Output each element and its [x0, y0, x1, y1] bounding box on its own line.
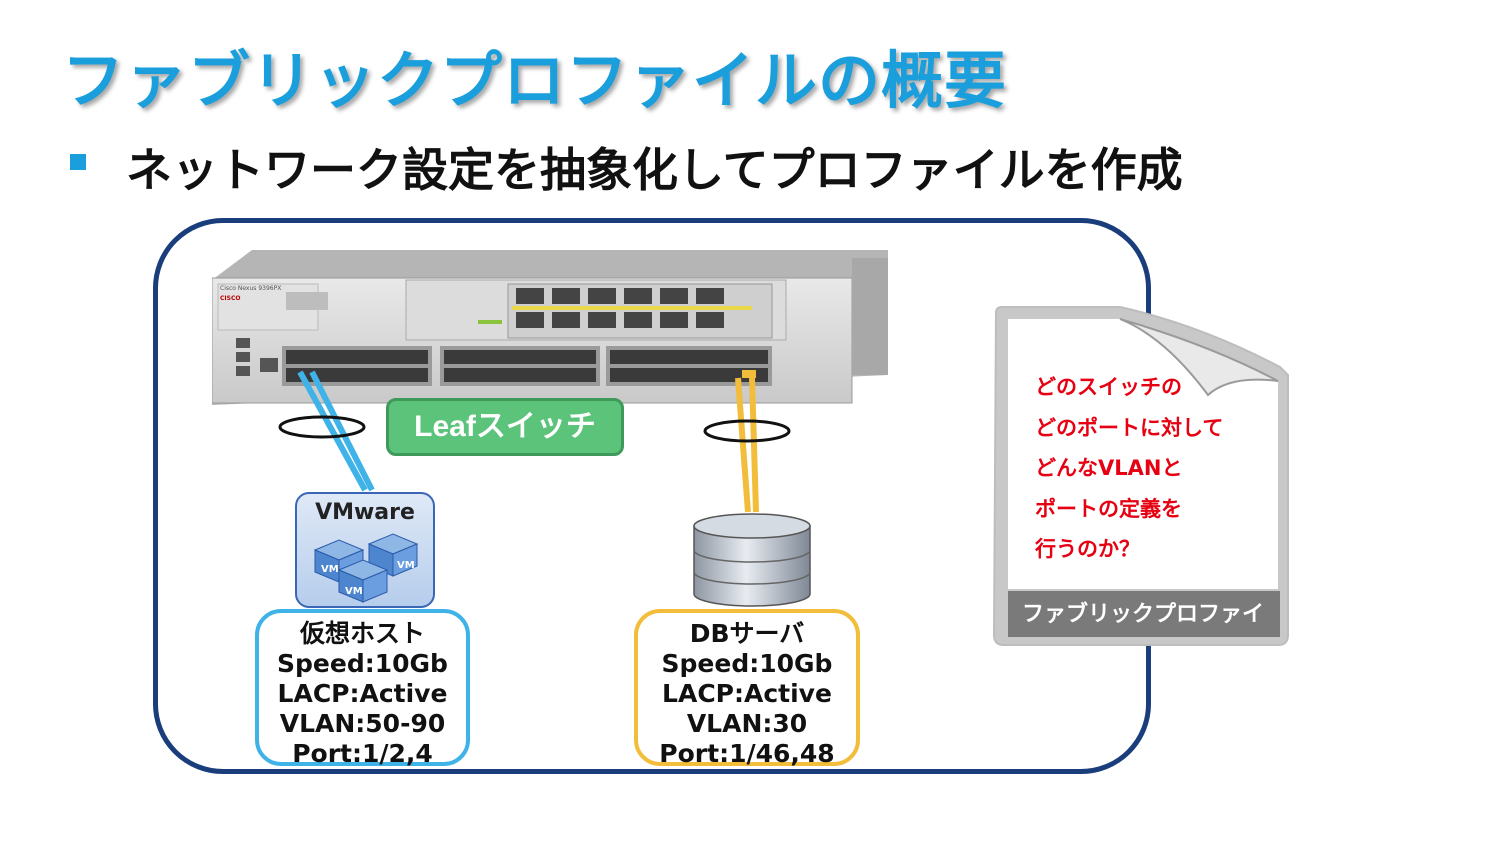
db-server-lacp: LACP:Active	[662, 679, 832, 708]
profile-footer-label: ファブリックプロファイル	[1022, 602, 1265, 669]
profile-line: どんなVLANと	[1035, 456, 1183, 480]
profile-line: どのポートに対して	[1035, 415, 1224, 440]
leaf-switch-label: Leafスイッチ	[386, 398, 624, 456]
vmware-icon: VMware VM VM VM	[295, 492, 435, 608]
profile-line: 行うのか？	[1035, 537, 1140, 561]
vm-host-info-box: 仮想ホスト Speed:10Gb LACP:Active VLAN:50-90 …	[255, 609, 470, 768]
vm-host-name: 仮想ホスト	[299, 619, 425, 648]
switch-model-text: Cisco Nexus 9396PX	[220, 285, 281, 292]
db-server-port: Port:1/46,48	[659, 739, 835, 768]
switch-brand-text: CISCO	[220, 295, 240, 302]
vm-host-lacp: LACP:Active	[277, 679, 448, 708]
db-server-speed: Speed:10Gb	[661, 649, 833, 678]
profile-line: どのスイッチの	[1035, 375, 1182, 399]
vmware-label: VMware	[315, 500, 415, 525]
profile-line: ポートの定義を	[1035, 496, 1182, 521]
vm-host-speed: Speed:10Gb	[277, 649, 448, 678]
vm-cube-label: VM	[397, 560, 415, 571]
profile-questions: どのスイッチの どのポートに対して どんなVLANと ポートの定義を 行うのか？	[1035, 367, 1265, 570]
vm-cube-label: VM	[345, 586, 363, 597]
vm-cube-label: VM	[321, 564, 339, 575]
database-icon	[693, 513, 811, 607]
vm-host-vlan: VLAN:50-90	[279, 709, 446, 738]
bullet-text: ネットワーク設定を抽象化してプロファイルを作成	[126, 143, 1183, 197]
bullet-square	[70, 154, 86, 170]
vm-host-port: Port:1/2,4	[292, 739, 433, 768]
slide-title: ファブリックプロファイルの概要	[62, 44, 1008, 117]
leaf-switch-device: Cisco Nexus 9396PX CISCO	[212, 250, 888, 405]
vm-cubes-icon: VM VM VM	[313, 533, 419, 603]
db-server-info-box: DBサーバ Speed:10Gb LACP:Active VLAN:30 Por…	[634, 609, 860, 768]
profile-document-icon	[992, 306, 1289, 646]
db-server-name: DBサーバ	[689, 619, 805, 648]
db-server-vlan: VLAN:30	[686, 709, 808, 738]
